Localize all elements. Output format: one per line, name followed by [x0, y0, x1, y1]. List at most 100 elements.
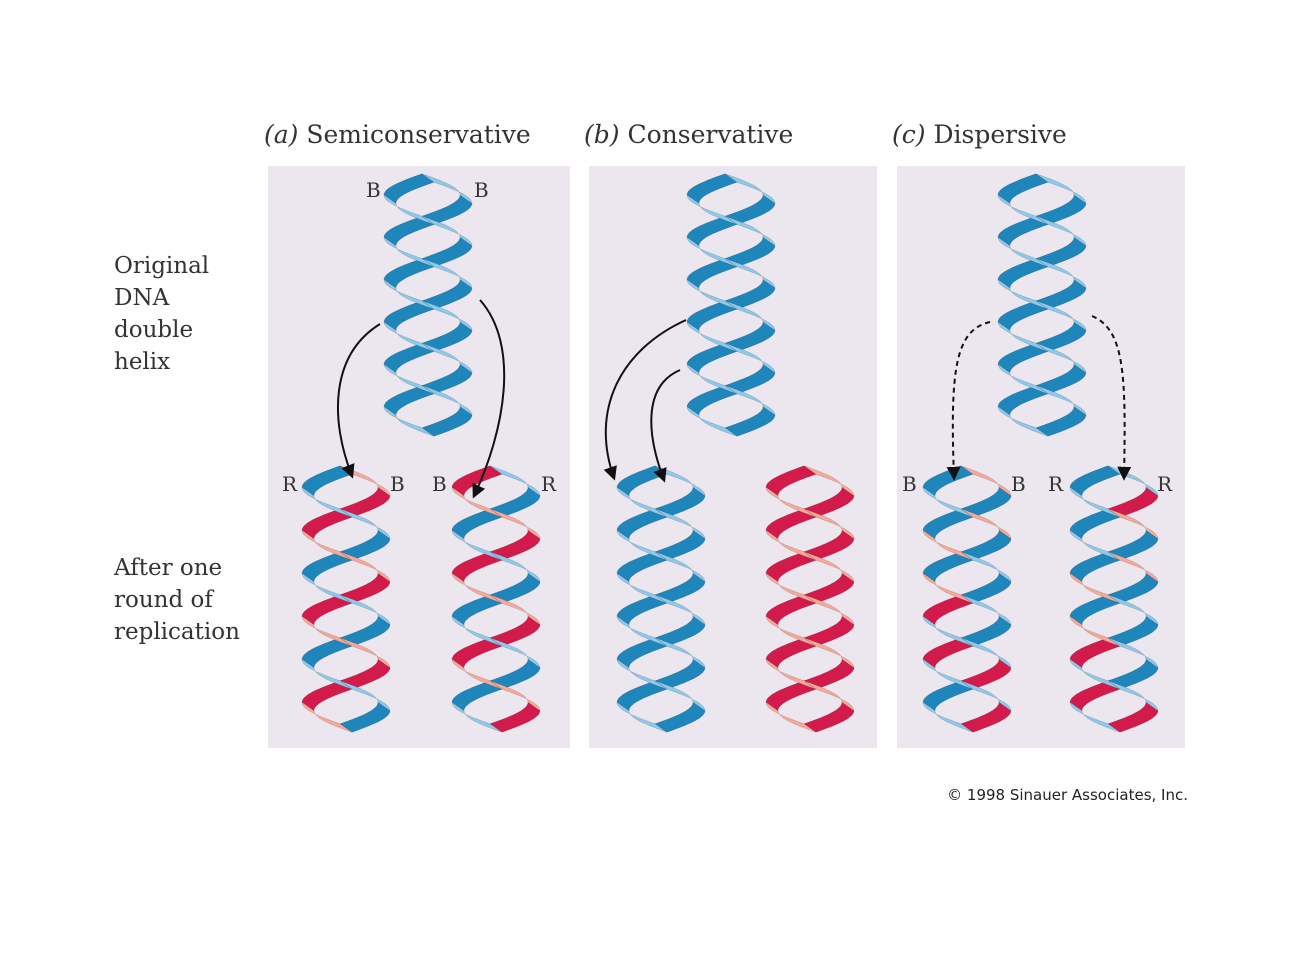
parent-helix-conservative	[686, 173, 776, 437]
arrow-semicons-left	[337, 323, 381, 479]
helix-strand-segment	[421, 385, 473, 416]
helix-strand-segment	[339, 637, 391, 669]
daughter-helix-dispersive-left	[922, 465, 1012, 733]
helix-strand-segment	[489, 551, 541, 583]
helix-strand-segment	[421, 258, 473, 289]
panel-name: Conservative	[627, 120, 794, 149]
helix-strand-segment	[489, 637, 541, 669]
strand-letter: R	[1048, 472, 1064, 496]
helix-strand-segment	[1107, 594, 1159, 626]
helix-strand-segment	[654, 594, 706, 626]
helix-strand-segment	[1107, 551, 1159, 583]
helix-strand-segment	[489, 508, 541, 540]
arrow-dispersive-right	[1091, 315, 1132, 481]
helix-strand-segment	[765, 465, 817, 497]
helix-strand-segment	[922, 701, 974, 733]
helix-strand-segment	[803, 701, 855, 733]
helix-strand-segment	[489, 465, 541, 497]
parent-helix-dispersive	[997, 173, 1087, 437]
strand-letter: R	[1157, 472, 1173, 496]
daughter-helix-dispersive-right	[1069, 465, 1159, 733]
strand-letter: R	[541, 472, 557, 496]
helix-strand-segment	[421, 300, 473, 332]
helix-strand-segment	[654, 680, 706, 712]
helix-strand-segment	[1035, 173, 1087, 205]
arrow-layer	[337, 299, 1132, 499]
helix-strand-segment	[803, 508, 855, 540]
strand-letter: B	[390, 472, 405, 496]
helix-strand-segment	[960, 465, 1012, 497]
strand-letter: B	[432, 472, 447, 496]
panel-name: Semiconservative	[306, 120, 531, 149]
helix-strand-segment	[1035, 215, 1087, 247]
helix-strand-segment	[724, 406, 776, 437]
daughter-helix-semicons-right	[451, 465, 541, 733]
row-label-line: helix	[114, 349, 171, 375]
helix-strand-segment	[421, 406, 473, 437]
helix-strand-segment	[339, 680, 391, 712]
helix-strand-segment	[654, 508, 706, 540]
panel-label: (b)	[584, 120, 620, 149]
arrow-semicons-right	[472, 299, 506, 499]
helix-strand-segment	[1107, 508, 1159, 540]
strand-letter: B	[474, 178, 489, 202]
helix-strand-segment	[1107, 680, 1159, 712]
panel-label: (c)	[892, 120, 926, 149]
helix-strand-segment	[339, 701, 391, 733]
helix-strand-segment	[301, 465, 353, 497]
helix-strand-segment	[724, 215, 776, 247]
row-label-original: Original DNA double helix	[114, 250, 209, 378]
helix-strand-segment	[654, 637, 706, 669]
panel-title-conservative: (b) Conservative	[584, 118, 793, 152]
helix-strand-segment	[1035, 406, 1087, 437]
helix-strand-segment	[960, 701, 1012, 733]
helix-strand-segment	[654, 551, 706, 583]
helix-strand-segment	[1069, 701, 1121, 733]
strand-letter: B	[902, 472, 917, 496]
row-label-after: After one round of replication	[114, 552, 240, 648]
arrow-dispersive-left	[946, 321, 991, 481]
helix-strand-segment	[339, 551, 391, 583]
helix-strand-segment	[616, 701, 668, 733]
daughter-helix-conservative-old	[616, 465, 706, 733]
helix-strand-segment	[421, 342, 473, 374]
helix-strand-segment	[451, 701, 503, 733]
helix-strand-segment	[686, 405, 738, 437]
strand-letter: B	[1011, 472, 1026, 496]
helix-strand-segment	[1035, 300, 1087, 332]
helix-strand-segment	[960, 680, 1012, 712]
helix-strand-segment	[803, 637, 855, 669]
row-label-line: After one	[114, 555, 223, 581]
row-label-line: double	[114, 317, 194, 343]
helix-strand-segment	[997, 405, 1049, 437]
helix-strand-segment	[803, 465, 855, 497]
helix-strand-segment	[421, 215, 473, 247]
strand-letter: R	[282, 472, 298, 496]
helix-strand-segment	[960, 637, 1012, 669]
helix-strand-segment	[765, 701, 817, 733]
panel-title-semiconservative: (a) Semiconservative	[264, 118, 531, 152]
helix-strand-segment	[686, 173, 738, 204]
row-label-line: replication	[114, 619, 240, 645]
strand-letter: B	[366, 178, 381, 202]
helix-strand-segment	[301, 701, 353, 733]
helix-strand-segment	[724, 385, 776, 416]
helix-strand-segment	[960, 508, 1012, 540]
helix-strand-segment	[654, 701, 706, 733]
helix-strand-segment	[421, 173, 473, 205]
arrow-conservative-inner	[650, 369, 681, 483]
parent-helix-semiconservative	[383, 173, 473, 437]
helix-strand-segment	[960, 551, 1012, 583]
daughter-helix-semicons-left	[301, 465, 391, 733]
helix-strand-segment	[1035, 385, 1087, 416]
helix-strand-segment	[803, 594, 855, 626]
helix-strand-segment	[383, 405, 435, 437]
helix-strand-segment	[1035, 258, 1087, 289]
helix-strand-segment	[724, 258, 776, 289]
helix-strand-segment	[997, 173, 1049, 204]
helix-strand-segment	[803, 551, 855, 583]
strand-letters: B B R B B R B B R R	[282, 178, 1173, 496]
helix-strand-segment	[383, 173, 435, 204]
helix-strand-segment	[724, 173, 776, 205]
